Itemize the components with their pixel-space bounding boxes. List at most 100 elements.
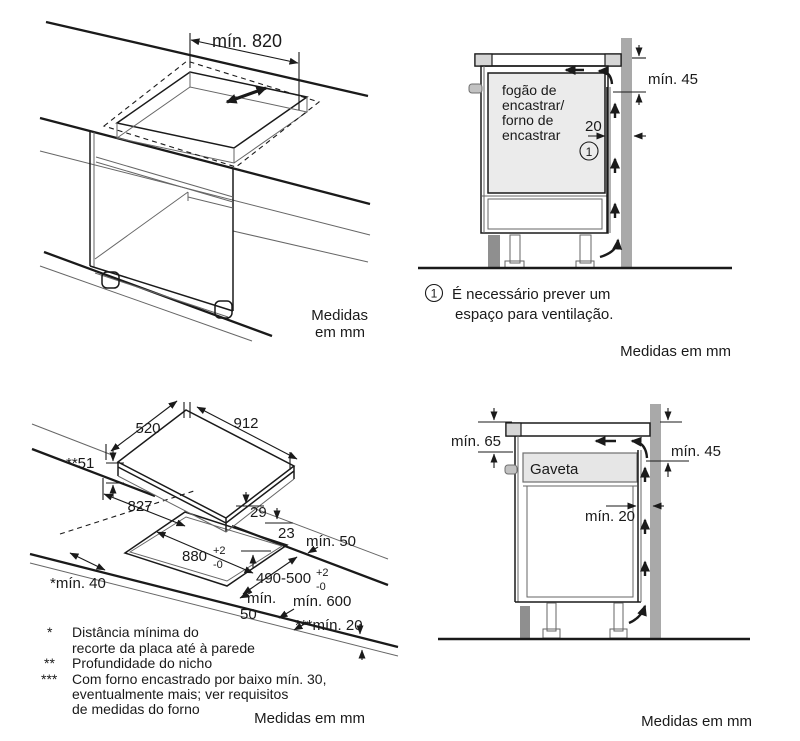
worktop-front-bottom-edge: [39, 150, 371, 236]
wall: [650, 404, 661, 639]
dimension-line-912: [196, 406, 298, 460]
countertop-right-cap: [604, 53, 622, 67]
dim-23-label: 23: [278, 525, 295, 542]
worktop-back-edge: [45, 20, 369, 98]
counter-back-edge: [31, 447, 156, 498]
dim-880-label: 880: [182, 548, 207, 565]
dim-min-45-label: mín. 45: [648, 71, 698, 88]
note-line: espaço para ventilação.: [455, 306, 613, 323]
cabinet-top-rail: [95, 156, 234, 198]
dim-520-label: 520: [135, 420, 160, 437]
drawer-box: [522, 452, 638, 483]
drawer-label: Gaveta: [530, 461, 579, 478]
dim-leader: [278, 608, 295, 619]
dim-min-45-label: mín. 45: [671, 443, 721, 460]
panel-worktop-cutout-isometric: mín. 820 Medidas em mm: [39, 20, 371, 342]
countertop-left-cap: [505, 422, 522, 437]
note-marker-number: 1: [431, 287, 438, 301]
dim-490-500-sup: +2: [316, 567, 329, 579]
units-label: Medidas em mm: [254, 710, 365, 727]
plinth-post: [488, 235, 500, 268]
fit-direction-arrow-icon: [225, 86, 268, 104]
cabinet-leg: [509, 234, 521, 264]
callout-number: 1: [586, 145, 593, 159]
cabinet-leg: [613, 602, 624, 632]
plinth-post: [520, 606, 530, 639]
cutout-inner-bottom: [115, 86, 309, 164]
cabinet-interior-line: [187, 196, 234, 209]
footnote-marker: *: [47, 624, 53, 640]
panel-drawer-section: Gaveta mín. 65 mín. 45 mín. 20: [438, 404, 752, 730]
dim-880-sup: +2: [213, 545, 226, 557]
dim-29-label: 29: [250, 504, 267, 521]
cabinet-foot: [214, 300, 233, 319]
appliance-label: fogão de: [502, 82, 557, 98]
hob-outline-dashed: [102, 60, 321, 168]
dimension-line-880: [156, 531, 254, 574]
dim-min-50-front-label: 50: [240, 606, 257, 623]
note-marker-circle: [424, 283, 444, 303]
oven-handle: [468, 83, 483, 94]
dimension-line-827: [103, 493, 186, 527]
units-label: em mm: [315, 324, 365, 341]
airflow-curve-arrow-icon: [597, 66, 614, 85]
airflow-curve-arrow-icon: [630, 436, 649, 459]
dim-880-sub: -0: [213, 559, 223, 571]
dimension-line-40: [69, 552, 106, 571]
dim-912-label: 912: [233, 415, 258, 432]
dim-min-20-label: mín. 20: [585, 508, 635, 525]
dim-min-50-front-label: mín.: [247, 590, 276, 607]
cabinet-leg: [546, 602, 557, 632]
dim-20-label: 20: [585, 118, 602, 135]
panel-oven-section: fogão de encastrar/ forno de encastrar m…: [418, 38, 732, 360]
dim-min-40-label: *mín. 40: [50, 575, 106, 592]
footnote-line: Distância mínima do: [72, 624, 199, 640]
note-line: É necessário prever um: [452, 286, 610, 303]
cabinet-foot: [101, 271, 120, 289]
worktop-front-edge: [39, 116, 371, 206]
cabinet-foot: [542, 628, 561, 639]
airflow-curve-arrow-icon: [599, 238, 623, 259]
countertop: [505, 422, 651, 437]
airflow-curve-arrow-icon: [628, 604, 647, 625]
counter-front-bottom: [29, 562, 399, 657]
callout-circle: [579, 141, 599, 161]
footnote-marker: **: [44, 655, 55, 671]
panel-hob-dimensions-isometric: 520 912 **51 827 29 23 880 +2 -0 490-500…: [29, 400, 399, 727]
appliance-label: encastrar: [502, 127, 561, 143]
countertop-left-cap: [474, 53, 493, 67]
dim-min-20-label: ***mín. 20: [295, 617, 363, 634]
footnote-line: eventualmente mais; ver requisitos: [72, 686, 288, 702]
appliance-label: forno de: [502, 112, 554, 128]
cabinet-foot: [609, 628, 628, 639]
cabinet-top-rail-2: [95, 161, 234, 203]
units-label: Medidas: [311, 307, 368, 324]
dimension-line-520: [110, 400, 178, 452]
wall: [621, 38, 632, 268]
cabinet-cavity: [526, 485, 634, 598]
dim-min-600-label: mín. 600: [293, 593, 351, 610]
dimension-line-820: [190, 38, 299, 65]
dim-min-820-label: mín. 820: [212, 31, 282, 51]
dim-leader: [293, 621, 309, 631]
plinth-drawer: [487, 198, 603, 230]
cutout-opening: [115, 71, 309, 149]
dimension-line-490-500: [242, 556, 298, 595]
cabinet-carcass: [480, 65, 609, 234]
appliance-label: encastrar/: [502, 97, 564, 113]
dim-51-label: **51: [66, 455, 94, 472]
dim-490-500-label: 490-500: [256, 570, 311, 587]
cabinet-bottom-edge: [89, 265, 234, 312]
wall-line: [31, 423, 113, 456]
dim-min-50-right-label: mín. 50: [306, 533, 356, 550]
dim-leader: [239, 591, 253, 599]
units-label: Medidas em mm: [620, 343, 731, 360]
floor-line-2: [39, 265, 253, 342]
cabinet-leg: [579, 234, 592, 264]
footnote-line: Profundidade do nicho: [72, 655, 212, 671]
drawer-handle: [504, 464, 518, 475]
footnote-line: Com forno encastrado por baixo mín. 30,: [72, 671, 326, 687]
worktop-apron-line: [232, 230, 369, 263]
